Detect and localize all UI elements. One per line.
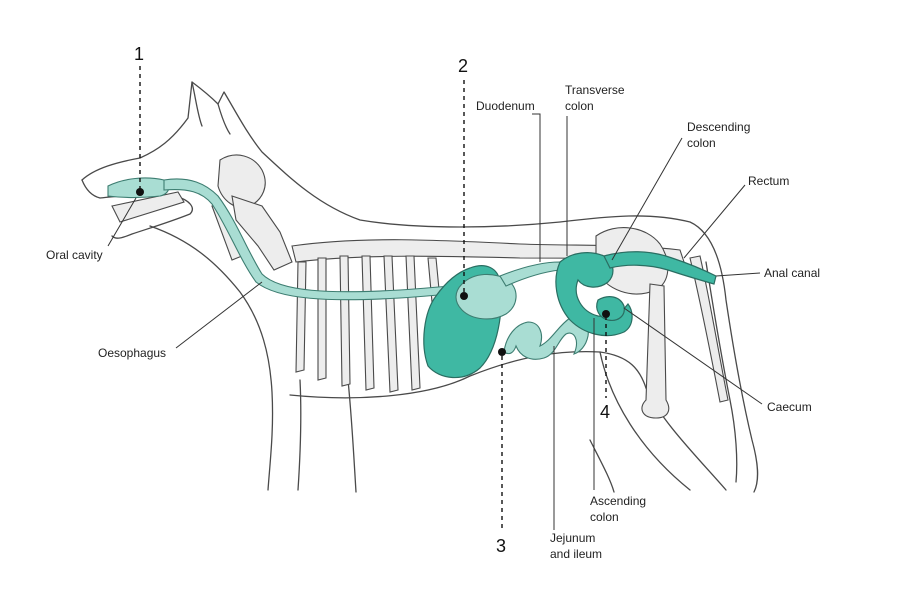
dog-body-outline	[81, 81, 759, 493]
dog-throat-outline	[149, 225, 274, 491]
label-ascending-colon-line1: Ascending	[590, 494, 646, 508]
label-descending-colon-line1: Descending	[687, 120, 750, 134]
label-jejunum-ileum-line1: Jejunum	[550, 531, 595, 545]
leader-caecum	[623, 307, 763, 405]
marker-2-dot	[460, 292, 468, 300]
label-caecum: Caecum	[767, 400, 812, 414]
oesophagus-shape	[163, 178, 471, 301]
jejunum-ileum-shape	[503, 316, 589, 360]
label-jejunum-ileum-line2: and ileum	[550, 547, 602, 561]
numbered-markers	[136, 66, 610, 532]
marker-1-number: 1	[134, 44, 144, 64]
marker-3-number: 3	[496, 536, 506, 556]
marker-4-number: 4	[600, 402, 610, 422]
marker-3-dot	[498, 348, 506, 356]
marker-4-dot	[602, 310, 610, 318]
femur	[641, 283, 670, 419]
leader-lines	[107, 113, 763, 530]
duodenum-shape	[499, 261, 561, 287]
cervical-vertebrae	[231, 195, 293, 271]
skull-bone	[217, 154, 266, 208]
label-oesophagus: Oesophagus	[98, 346, 166, 360]
dog-tail-outline	[705, 261, 738, 483]
dog-upper-outline	[81, 81, 759, 493]
label-transverse-colon-line2: colon	[565, 99, 594, 113]
label-ascending-colon-line2: colon	[590, 510, 619, 524]
dog-belly-outline	[289, 351, 647, 399]
label-duodenum: Duodenum	[476, 99, 535, 113]
stomach-shape	[455, 273, 517, 320]
label-oral-cavity: Oral cavity	[46, 248, 103, 262]
dog-front-leg-outline	[297, 379, 357, 493]
marker-2-number: 2	[458, 56, 468, 76]
leader-oesophagus	[175, 281, 263, 349]
marker-1-dot	[136, 188, 144, 196]
dog-muzzle-outline	[81, 179, 193, 239]
leader-oral-cavity	[107, 197, 137, 247]
dog-ear-outline	[191, 81, 231, 135]
descending-colon-rectum-shape	[603, 251, 717, 285]
label-anal-canal: Anal canal	[764, 266, 820, 280]
leader-rectum	[683, 184, 746, 259]
label-transverse-colon-line1: Transverse	[565, 83, 625, 97]
digestive-tract	[107, 177, 717, 379]
caecum-shape	[596, 296, 625, 321]
tail-vertebrae	[689, 255, 729, 403]
leader-descending-colon	[611, 137, 683, 261]
label-descending-colon-line2: colon	[687, 136, 716, 150]
leader-anal-canal	[715, 272, 761, 277]
ribs	[295, 255, 441, 393]
label-rectum: Rectum	[748, 174, 789, 188]
leader-duodenum	[532, 113, 541, 262]
